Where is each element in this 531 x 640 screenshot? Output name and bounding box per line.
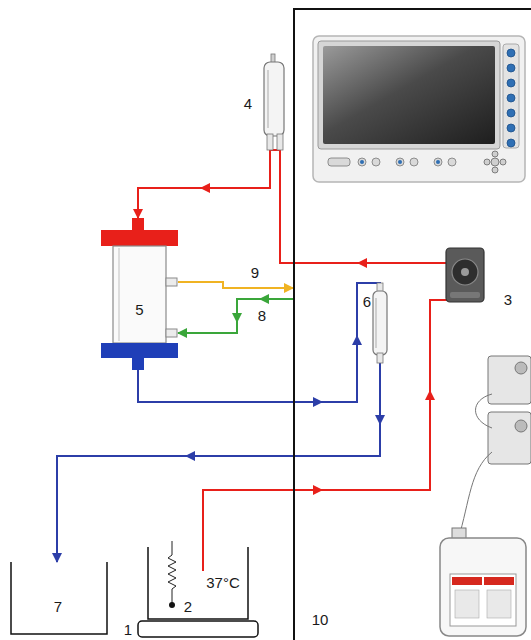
callout-number: 2	[184, 599, 192, 616]
dialyzer-filter-outline	[101, 218, 178, 370]
flow-arrow	[375, 415, 385, 425]
venous-trap-cartridge	[373, 283, 387, 363]
callout-number: 3	[504, 292, 512, 309]
flow-arrow	[200, 183, 210, 193]
dialysate-inflow-line	[178, 299, 293, 333]
callout-number: 8	[257, 308, 267, 325]
callout-number: 7	[54, 599, 62, 616]
machine-housing: 10	[293, 8, 531, 640]
heater-plate	[138, 621, 258, 637]
callout-number: 9	[250, 265, 260, 282]
dialysate-canister	[440, 528, 526, 636]
blood-line-venous-group	[57, 283, 385, 562]
flow-arrow	[357, 258, 367, 268]
water-bath: 2 37°C	[147, 547, 249, 620]
roller-pump	[446, 248, 484, 302]
flow-arrow	[313, 485, 323, 495]
flow-arrow	[352, 335, 362, 345]
callout-number: 6	[363, 294, 371, 311]
flow-arrow	[259, 294, 269, 304]
flow-arrow	[425, 390, 435, 400]
callout-number: 1	[124, 622, 132, 639]
callout-number: 4	[244, 96, 252, 113]
callout-number: 5	[135, 302, 143, 319]
temperature-label: 37°C	[206, 575, 240, 592]
dialysate-outflow-line-group	[178, 282, 293, 288]
callout-number: 10	[312, 612, 329, 629]
monitor-illustration	[313, 36, 525, 182]
dialysate-inflow-line-group	[178, 294, 293, 333]
air-trap-cartridge	[264, 54, 284, 150]
blood-line-venous	[57, 283, 380, 562]
waste-container: 7	[10, 562, 108, 635]
clamp-assembly	[458, 356, 531, 540]
flow-arrow	[185, 451, 195, 461]
dialyzer-filter: 5	[101, 218, 178, 370]
flow-arrow	[232, 313, 242, 323]
dialysate-outflow-line	[178, 282, 293, 288]
flow-arrow	[313, 397, 323, 407]
